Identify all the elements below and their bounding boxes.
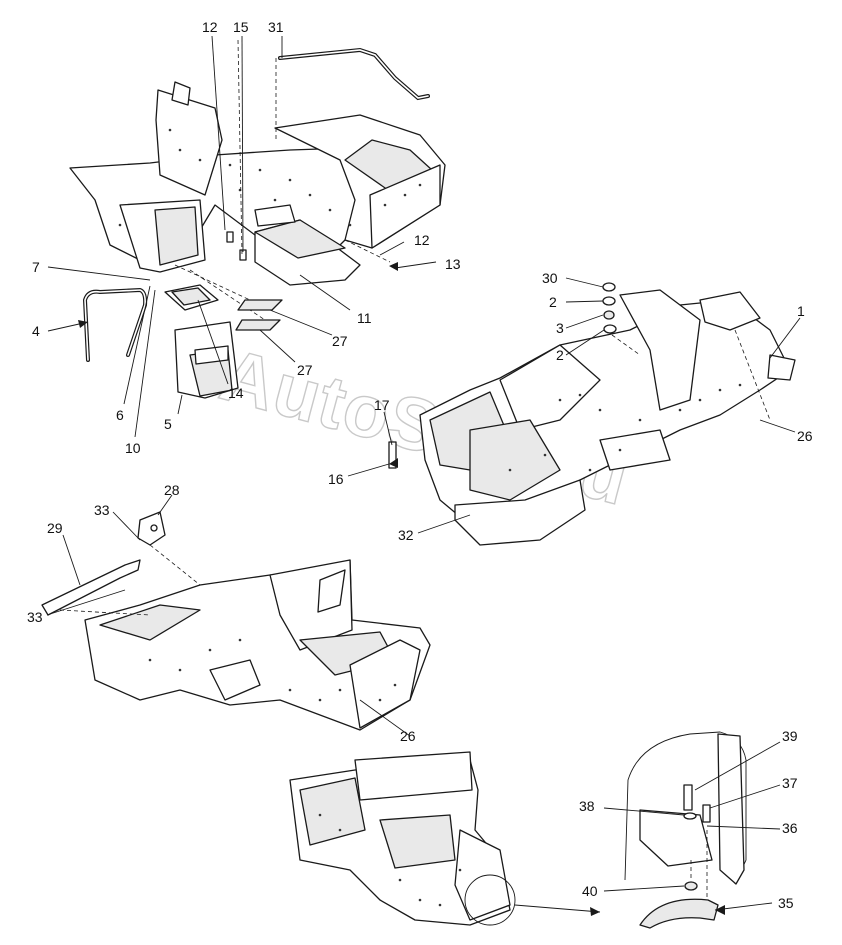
callout-26: 26 (400, 728, 416, 744)
cover-part-35 (639, 898, 719, 929)
frame-assembly-right (388, 282, 796, 546)
callout-40: 40 (582, 883, 598, 899)
callout-2: 2 (549, 294, 557, 310)
callout-3: 3 (556, 320, 564, 336)
plate-part-27-a (237, 299, 283, 311)
plate-part-27-b (235, 319, 281, 331)
callout-12: 12 (202, 19, 218, 35)
callout-33: 33 (27, 609, 43, 625)
callout-32: 32 (398, 527, 414, 543)
callout-1: 1 (797, 303, 805, 319)
callout-36: 36 (782, 820, 798, 836)
callout-26: 26 (797, 428, 813, 444)
callout-29: 29 (47, 520, 63, 536)
frame-assembly-middle-left (41, 511, 431, 731)
callout-37: 37 (782, 775, 798, 791)
callout-33: 33 (94, 502, 110, 518)
callout-39: 39 (782, 728, 798, 744)
callout-labels: 12 15 31 12 13 7 11 27 4 27 14 6 5 10 30… (27, 19, 813, 911)
callout-5: 5 (164, 416, 172, 432)
leader-lines (46, 35, 801, 915)
callout-31: 31 (268, 19, 284, 35)
frame-assembly-bottom (289, 751, 601, 926)
callout-11: 11 (357, 310, 372, 326)
callout-12: 12 (414, 232, 430, 248)
callout-6: 6 (116, 407, 124, 423)
bar-part-29 (41, 559, 141, 616)
callout-35: 35 (778, 895, 794, 911)
cable-part-31 (278, 47, 430, 101)
callout-16: 16 (328, 471, 344, 487)
callout-4: 4 (32, 323, 40, 339)
callout-28: 28 (164, 482, 180, 498)
callout-17: 17 (374, 397, 390, 413)
callout-38: 38 (579, 798, 595, 814)
frame-assembly-top-left (69, 39, 446, 321)
detail-view (624, 731, 747, 929)
callout-7: 7 (32, 259, 40, 275)
callout-27: 27 (332, 333, 348, 349)
step-bracket-part-10 (164, 284, 219, 311)
callout-14: 14 (228, 385, 244, 401)
callout-27: 27 (297, 362, 313, 378)
callout-30: 30 (542, 270, 558, 286)
callout-13: 13 (445, 256, 461, 272)
handrail-part-4 (82, 287, 148, 362)
callout-2: 2 (556, 347, 564, 363)
callout-10: 10 (125, 440, 141, 456)
callout-15: 15 (233, 19, 249, 35)
step-part-5 (174, 321, 239, 399)
